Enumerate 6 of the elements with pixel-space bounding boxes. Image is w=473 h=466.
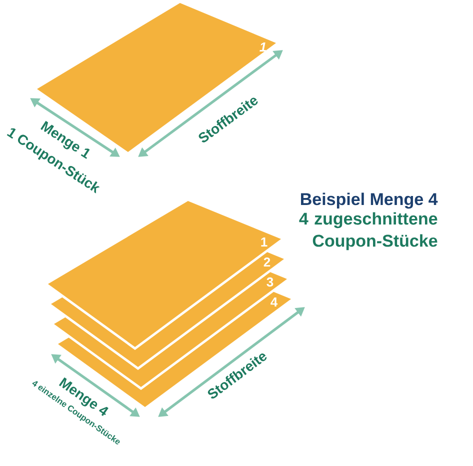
node-label: 2: [264, 257, 270, 267]
heading: Beispiel Menge 4: [301, 192, 438, 209]
node-label: 1: [261, 238, 268, 246]
node-label: 4: [270, 298, 278, 306]
node-label: 3: [266, 277, 274, 287]
subheading: 4 zugeschnittene Coupon-Stücke: [299, 212, 438, 250]
